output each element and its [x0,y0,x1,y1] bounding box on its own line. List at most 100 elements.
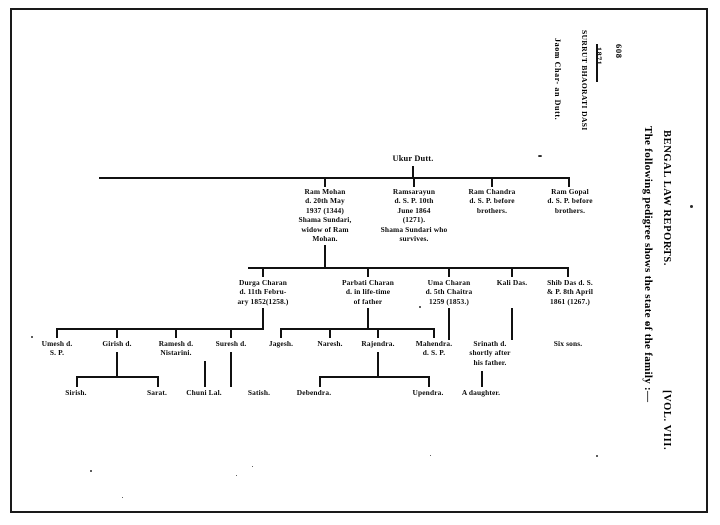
connector-drop-durga-charan [262,267,264,277]
node-line: Ram Gopal [551,187,589,196]
node-line: d. S. P. before [547,196,593,206]
pedigree-node-srinath: Srinath d. shortly after his father. [454,339,526,367]
pedigree-node-ramsarayun: Ramsarayun d. S. P. 10th June 1864 (1271… [366,187,462,244]
pedigree-node-a-daughter: A daughter. [445,388,517,397]
page-number: 608 [614,44,624,59]
node-line: Shib Das d. S. [547,278,593,287]
pedigree-node-ramesh: Ramesh d. Nistarini. [144,339,208,358]
node-line: Ram Chandra [468,187,516,196]
node-line: of father [353,296,383,306]
pedigree-node-kali-das: Kali Das. [484,278,540,287]
pedigree-node-satish: Satish. [233,388,285,397]
connector-rajendra-stem [377,352,379,377]
pedigree-node-durga-charan: Durga Charan d. 11th Febru- ary 1852(125… [217,278,309,306]
node-line: survives. [399,234,429,244]
node-line: 1861 (1267.) [550,296,590,306]
pedigree-node-umesh: Umesh d. S. P. [26,339,88,358]
connector-gen2-bus [99,177,569,179]
node-line: Ramsarayun [392,187,436,196]
connector-drop-umesh [56,328,58,338]
connector-drop-mahendra [433,328,435,338]
node-line: d. S. P. [422,348,446,358]
node-line: Ramesh d. [158,339,194,348]
pedigree-node-debendra: Debendra. [283,388,345,397]
node-line: Naresh. [317,339,343,348]
year-rule-vertical [596,44,598,82]
node-line: Durga Charan [239,278,287,287]
pedigree-node-ram-mohan: Ram Mohan d. 20th May 1937 (1344) Shama … [282,187,368,244]
node-line: d. 5th Chaitra [425,287,473,297]
node-line: Mohan. [312,234,338,244]
connector-drop-girish [116,328,118,338]
node-line: (1271). [402,215,426,225]
connector-drop-ram-mohan [324,177,326,187]
connector-drop-debendra [319,376,321,387]
volume-label: [VOL. VIII. [661,390,672,451]
connector-durga-children-bus [56,328,264,330]
connector-parbati-stem [367,308,369,329]
connector-ram-mohan-stem [324,245,326,268]
pedigree-node-chuni-lal: Chuni Lal. [173,388,235,397]
page-border-rule [10,8,708,513]
connector-uma-to-srinath [448,308,450,340]
connector-drop-uma-charan [448,267,450,277]
node-line: Sarat. [147,388,167,397]
node-line: Chuni Lal. [186,388,222,397]
node-line: 1259 (1853.) [429,296,469,306]
node-line: Mahendra. [415,339,453,348]
connector-drop-sirish [76,376,78,387]
pedigree-node-jagesh: Jagesh. [255,339,307,348]
node-line: Parbati Charan [342,278,394,287]
node-line: d. S. P. before [469,196,515,206]
connector-drop-parbati-charan [367,267,369,277]
node-line: Srinath d. [473,339,507,348]
connector-girish-children-bus [76,376,158,378]
node-line: ary 1852(1258.) [237,296,289,306]
pedigree-chart: Ukur Dutt. Ram Mohan d. 20th May 1937 (1… [14,10,614,510]
pedigree-node-six-sons: Six sons. [540,339,596,348]
connector-drop-upendra [428,376,430,387]
node-line: d. 20th May [305,196,345,206]
node-line: d. 11th Febru- [239,287,287,297]
node-line: Shama Sundari who [380,224,448,234]
node-line: Shama Sundari, [298,215,352,225]
connector-gen3-bus [248,267,568,269]
node-line: Ukur Dutt. [392,154,434,163]
node-line: his father. [473,357,507,367]
node-line: brothers. [476,205,508,215]
pedigree-node-upendra: Upendra. [397,388,459,397]
pedigree-node-ukur-dutt: Ukur Dutt. [393,154,434,165]
connector-drop-ramsarayun [413,177,415,187]
node-line: A daughter. [461,388,501,397]
node-line: d. S. P. 10th [394,196,434,206]
connector-drop-kali-das [511,267,513,277]
connector-durga-stem [262,308,264,329]
node-line: S. P. [49,348,65,358]
pedigree-node-ram-chandra: Ram Chandra d. S. P. before brothers. [453,187,531,215]
node-line: widow of Ram [301,224,349,234]
pedigree-node-rajendra: Rajendra. [349,339,407,348]
connector-drop-ram-chandra [491,177,493,187]
node-line: shortly after [469,348,511,358]
connector-drop-ramesh [175,328,177,338]
connector-drop-ram-gopal [568,177,570,187]
node-line: 1937 (1344) [306,205,344,215]
connector-drop-shib-das [567,267,569,277]
connector-kalidas-to-six-sons [511,308,513,340]
node-line: Satish. [247,388,271,397]
pedigree-node-uma-charan: Uma Charan d. 5th Chaitra 1259 (1853.) [407,278,491,306]
node-line: & P. 8th April [546,287,594,297]
node-line: Girish d. [102,339,132,348]
node-line: Six sons. [553,339,583,348]
connector-ukur-stem [412,166,414,178]
connector-drop-rajendra [377,328,379,338]
connector-drop-naresh [329,328,331,338]
pedigree-node-shib-das: Shib Das d. S. & P. 8th April 1861 (1267… [523,278,617,306]
pedigree-node-sarat: Sarat. [133,388,181,397]
pedigree-node-naresh: Naresh. [304,339,356,348]
connector-parbati-children-bus [280,328,435,330]
connector-drop-suresh [230,328,232,338]
node-line: Nistarini. [160,348,192,358]
pedigree-node-parbati-charan: Parbati Charan d. in life-time of father [325,278,411,306]
pedigree-note: The following pedigree shows the state o… [642,126,654,403]
